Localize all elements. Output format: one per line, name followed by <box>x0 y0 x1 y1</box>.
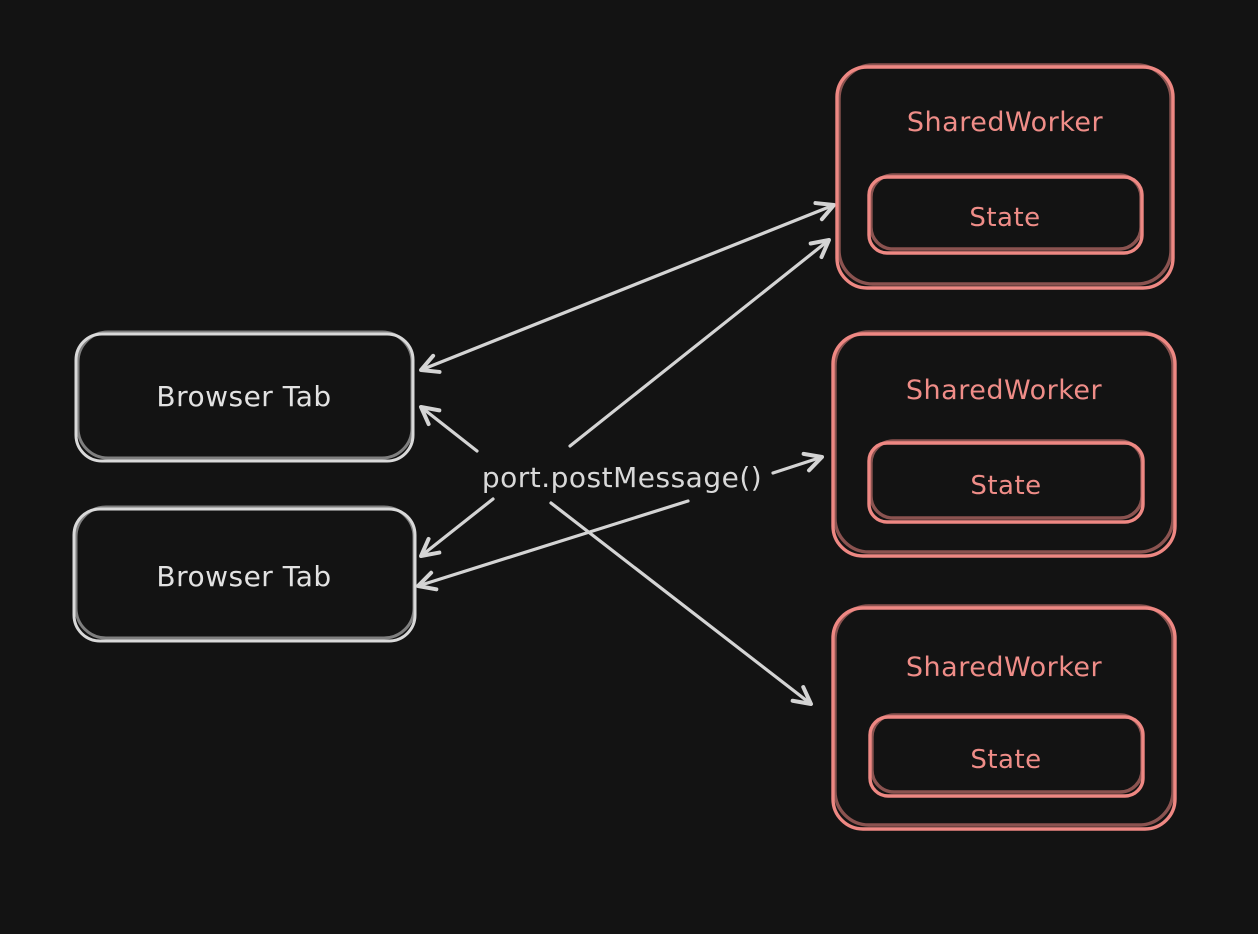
shared-worker-3-state-label: State <box>970 745 1041 775</box>
edge-hub-tab2-lower <box>416 499 690 592</box>
shared-worker-2-label: SharedWorker <box>906 375 1103 406</box>
shared-worker-3-label: SharedWorker <box>906 652 1103 683</box>
edge-tab1-worker1 <box>419 201 836 374</box>
shared-worker-2-state-box <box>867 441 1145 524</box>
shared-worker-2-state-label: State <box>970 471 1041 501</box>
shared-worker-1-box <box>835 65 1175 290</box>
shared-worker-2-state-node: State <box>867 439 1145 524</box>
shared-worker-3-node: SharedWorker State <box>831 604 1177 831</box>
shared-worker-1-state-box <box>867 175 1144 255</box>
browser-tab-1-label: Browser Tab <box>156 380 331 413</box>
browser-tab-2-label: Browser Tab <box>156 560 331 593</box>
hub-label: port.postMessage() <box>482 461 762 494</box>
shared-worker-1-state-node: State <box>867 173 1144 255</box>
shared-worker-1-node: SharedWorker State <box>835 63 1175 290</box>
edge-hub-tab1 <box>419 405 479 453</box>
shared-worker-3-box-sketch <box>833 604 1175 827</box>
edge-hub-tab2-upper <box>419 497 495 558</box>
shared-worker-1-box-sketch <box>837 63 1173 286</box>
shared-worker-2-box <box>831 332 1177 558</box>
shared-worker-2-box-sketch <box>833 330 1175 554</box>
shared-worker-1-state-label: State <box>969 203 1040 233</box>
browser-tab-1-box <box>74 332 415 463</box>
shared-worker-3-state-box <box>868 715 1145 798</box>
edge-hub-worker1 <box>568 238 831 448</box>
browser-tab-1-node: Browser Tab <box>74 330 415 463</box>
browser-tab-2-node: Browser Tab <box>72 505 417 643</box>
shared-worker-1-label: SharedWorker <box>907 107 1104 138</box>
edge-hub-worker2 <box>771 451 824 475</box>
browser-tab-2-box <box>72 507 417 643</box>
edge-hub-worker3 <box>549 501 813 706</box>
shared-worker-3-state-node: State <box>868 713 1145 798</box>
shared-worker-2-node: SharedWorker State <box>831 330 1177 558</box>
edges <box>416 201 836 706</box>
shared-worker-3-box <box>831 606 1177 831</box>
